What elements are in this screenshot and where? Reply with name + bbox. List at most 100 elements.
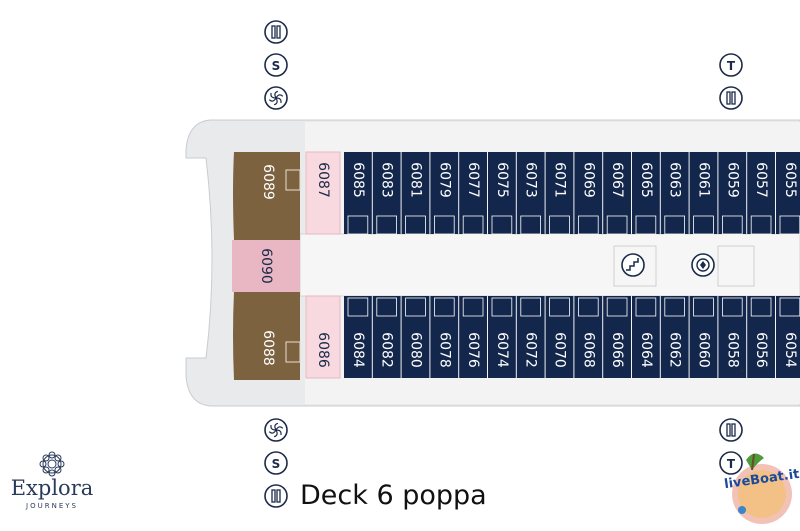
cabin-balcony [606,297,628,317]
toilet-t-icon: T [719,451,743,475]
cabin-number: 6068 [580,332,596,368]
cabin-number: 6062 [667,332,683,368]
cabin-balcony [405,215,426,235]
cabin-number: 6079 [436,162,452,198]
spa-icon [264,86,288,110]
cabin-number: 6067 [609,162,625,198]
cabin-balcony [462,215,484,235]
stairs-s-icon: S [264,451,288,475]
elevator-icon [719,86,743,110]
cabin-balcony [433,215,455,235]
cabin-balcony [347,297,369,317]
cabin-number: 6063 [667,162,683,198]
cabin-number: 6056 [753,332,769,368]
cabin-number: 6060 [696,332,712,368]
cabin-number: 6082 [379,332,395,368]
cabin-number: 6080 [408,332,424,368]
cabin-6066 [603,296,631,378]
cabin-balcony [750,297,772,317]
cabin-balcony [491,297,513,317]
staircase-icon [621,253,645,277]
brand-subtitle: JOURNEYS [26,502,78,510]
cabin-number: 6054 [782,332,798,368]
cabin-number: 6066 [609,332,625,368]
cabin-number: 6076 [465,332,481,368]
cabin-6085 [344,152,372,234]
cabin-number: 6069 [580,162,596,198]
cabin-number: 6058 [724,332,740,368]
cabin-6060 [689,296,718,378]
cabin-number: 6085 [350,162,366,198]
svg-text:S: S [272,59,281,73]
cabin-6065 [632,152,660,234]
cabin-accessible-bottom [305,295,341,379]
aft-suite-top [233,152,300,240]
watermark-logo: liveBoat.it [718,440,800,527]
cabin-number: 6083 [379,162,395,198]
cabin-number: 6055 [782,162,798,198]
cabin-6073 [516,152,545,234]
cabin-balcony [606,215,628,235]
cabin-number: 6064 [638,332,654,368]
suite-detail [285,341,301,363]
cabin-balcony [405,297,426,317]
aft-suite-center [232,240,300,292]
cabin-6061 [689,152,718,234]
suite-number-bottom: 6088 [260,330,276,366]
cabin-6079 [430,152,459,234]
stairs-s-icon: S [264,53,288,77]
cabin-6072 [516,296,545,378]
cabin-6074 [488,296,516,378]
cabin-number: 6078 [436,332,452,368]
cabin-6067 [603,152,631,234]
cabin-6078 [430,296,459,378]
cabin-6057 [747,152,775,234]
cabin-balcony [635,297,657,317]
svg-text:T: T [727,457,736,471]
cabin-6062 [660,296,689,378]
cabin-6077 [459,152,487,234]
cabin-balcony [578,297,599,317]
cabin-6075 [488,152,516,234]
cabin-balcony [664,297,685,317]
cabin-number: 6057 [753,162,769,198]
cabin-number: 6075 [494,162,510,198]
cabin-number-accessible-bottom: 6086 [315,332,331,368]
lift-well [717,245,755,287]
cabin-balcony [376,297,397,317]
svg-text:S: S [272,457,281,471]
cabin-6070 [545,296,574,378]
cabin-6063 [660,152,689,234]
suite-number-top: 6089 [260,164,276,200]
deck-title: Deck 6 poppa [300,480,487,511]
cabin-number: 6073 [523,162,539,198]
cabin-balcony [664,215,685,235]
cabin-number: 6084 [350,332,366,368]
svg-text:T: T [727,59,736,73]
cabin-balcony [491,215,513,235]
cabin-number: 6070 [552,332,568,368]
cabin-6084 [344,296,372,378]
suite-detail [285,169,301,191]
cabin-balcony [722,297,743,317]
corridor [299,233,800,297]
cabin-6083 [372,152,401,234]
cabin-number: 6074 [494,332,510,368]
toilet-t-icon: T [719,53,743,77]
aft-suite-bottom [233,292,300,380]
suite-number-center: 6090 [258,248,274,284]
cabin-6064 [632,296,660,378]
elevator-icon [691,253,715,277]
cabin-balcony [693,297,714,317]
cabin-number: 6071 [552,162,568,198]
cabin-6058 [718,296,747,378]
cabin-balcony [722,215,743,235]
marker-triangle [739,367,745,372]
cabin-accessible-top [305,151,341,235]
brand-logo: Explora JOURNEYS [2,448,102,510]
cabin-balcony [520,215,541,235]
cabin-6082 [372,296,401,378]
